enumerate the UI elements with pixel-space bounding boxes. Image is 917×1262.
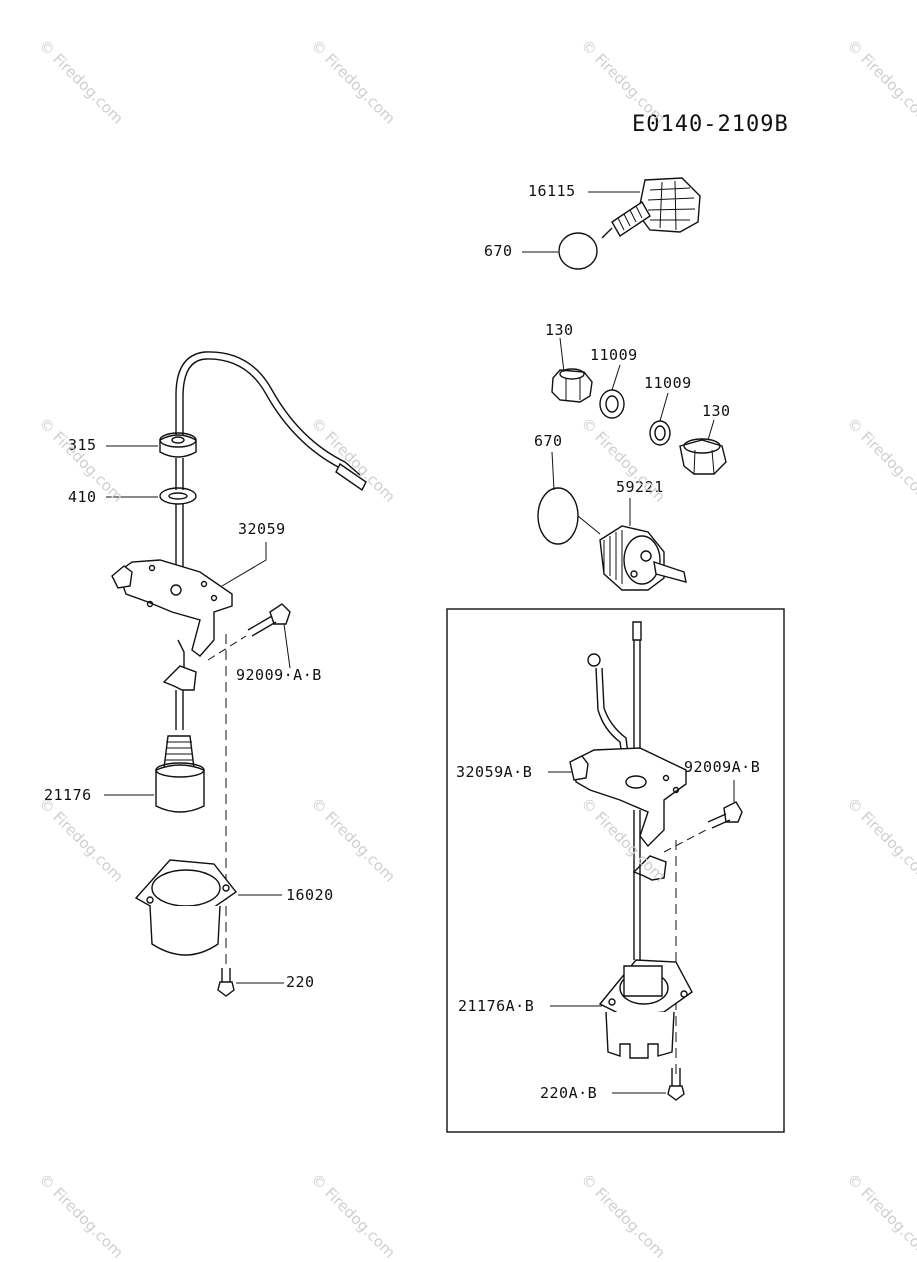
bracket-32059AB [569, 747, 687, 848]
diagram-drawing [104, 177, 785, 1133]
inset-frame [446, 608, 785, 1133]
bolt-220AB [667, 1068, 685, 1101]
parts-diagram: E0140-2109B 16115 670 130 11009 11009 13… [35, 36, 917, 1262]
callout-11009-a: 11009 [590, 346, 638, 364]
callout-410: 410 [68, 488, 97, 506]
bolt-92009 [247, 603, 291, 637]
bracket-32059 [111, 559, 233, 657]
oil-cap-16115 [601, 177, 701, 239]
plug-130-a [551, 368, 593, 403]
callout-315: 315 [68, 436, 97, 454]
callout-220AB: 220A·B [540, 1084, 598, 1102]
solenoid-21176AB [598, 959, 693, 1059]
inset-lever [632, 855, 667, 881]
callout-220: 220 [286, 973, 315, 991]
callout-130-b: 130 [702, 402, 731, 420]
callout-16020: 16020 [286, 886, 334, 904]
callout-92009AB: 92009A·B [684, 758, 761, 776]
lever-link [162, 639, 197, 691]
washer-11009-a [599, 389, 625, 419]
solenoid-21176 [155, 735, 205, 813]
washer-410 [159, 487, 197, 505]
washer-11009-b [649, 420, 671, 446]
callout-11009-b: 11009 [644, 374, 692, 392]
callout-92009: 92009·A·B [236, 666, 322, 684]
callout-670-top: 670 [484, 242, 513, 260]
callout-32059: 32059 [238, 520, 286, 538]
callout-32059AB: 32059A·B [456, 763, 533, 781]
bolt-220 [217, 968, 235, 997]
oring-670-mid [537, 487, 579, 545]
callout-21176: 21176 [44, 786, 92, 804]
cup-16020 [134, 859, 238, 956]
oring-670-top [558, 232, 598, 270]
callout-21176AB: 21176A·B [458, 997, 535, 1015]
callout-59221: 59221 [616, 478, 664, 496]
callout-16115: 16115 [528, 182, 576, 200]
nut-315 [159, 432, 197, 458]
sensor-59221 [599, 525, 687, 591]
callout-670-mid: 670 [534, 432, 563, 450]
callout-130-a: 130 [545, 321, 574, 339]
plug-130-b [679, 438, 727, 475]
cable-assembly [175, 351, 367, 492]
drawing-code: E0140-2109B [632, 112, 789, 137]
inset-cable [587, 621, 642, 771]
bolt-92009AB [707, 801, 743, 829]
